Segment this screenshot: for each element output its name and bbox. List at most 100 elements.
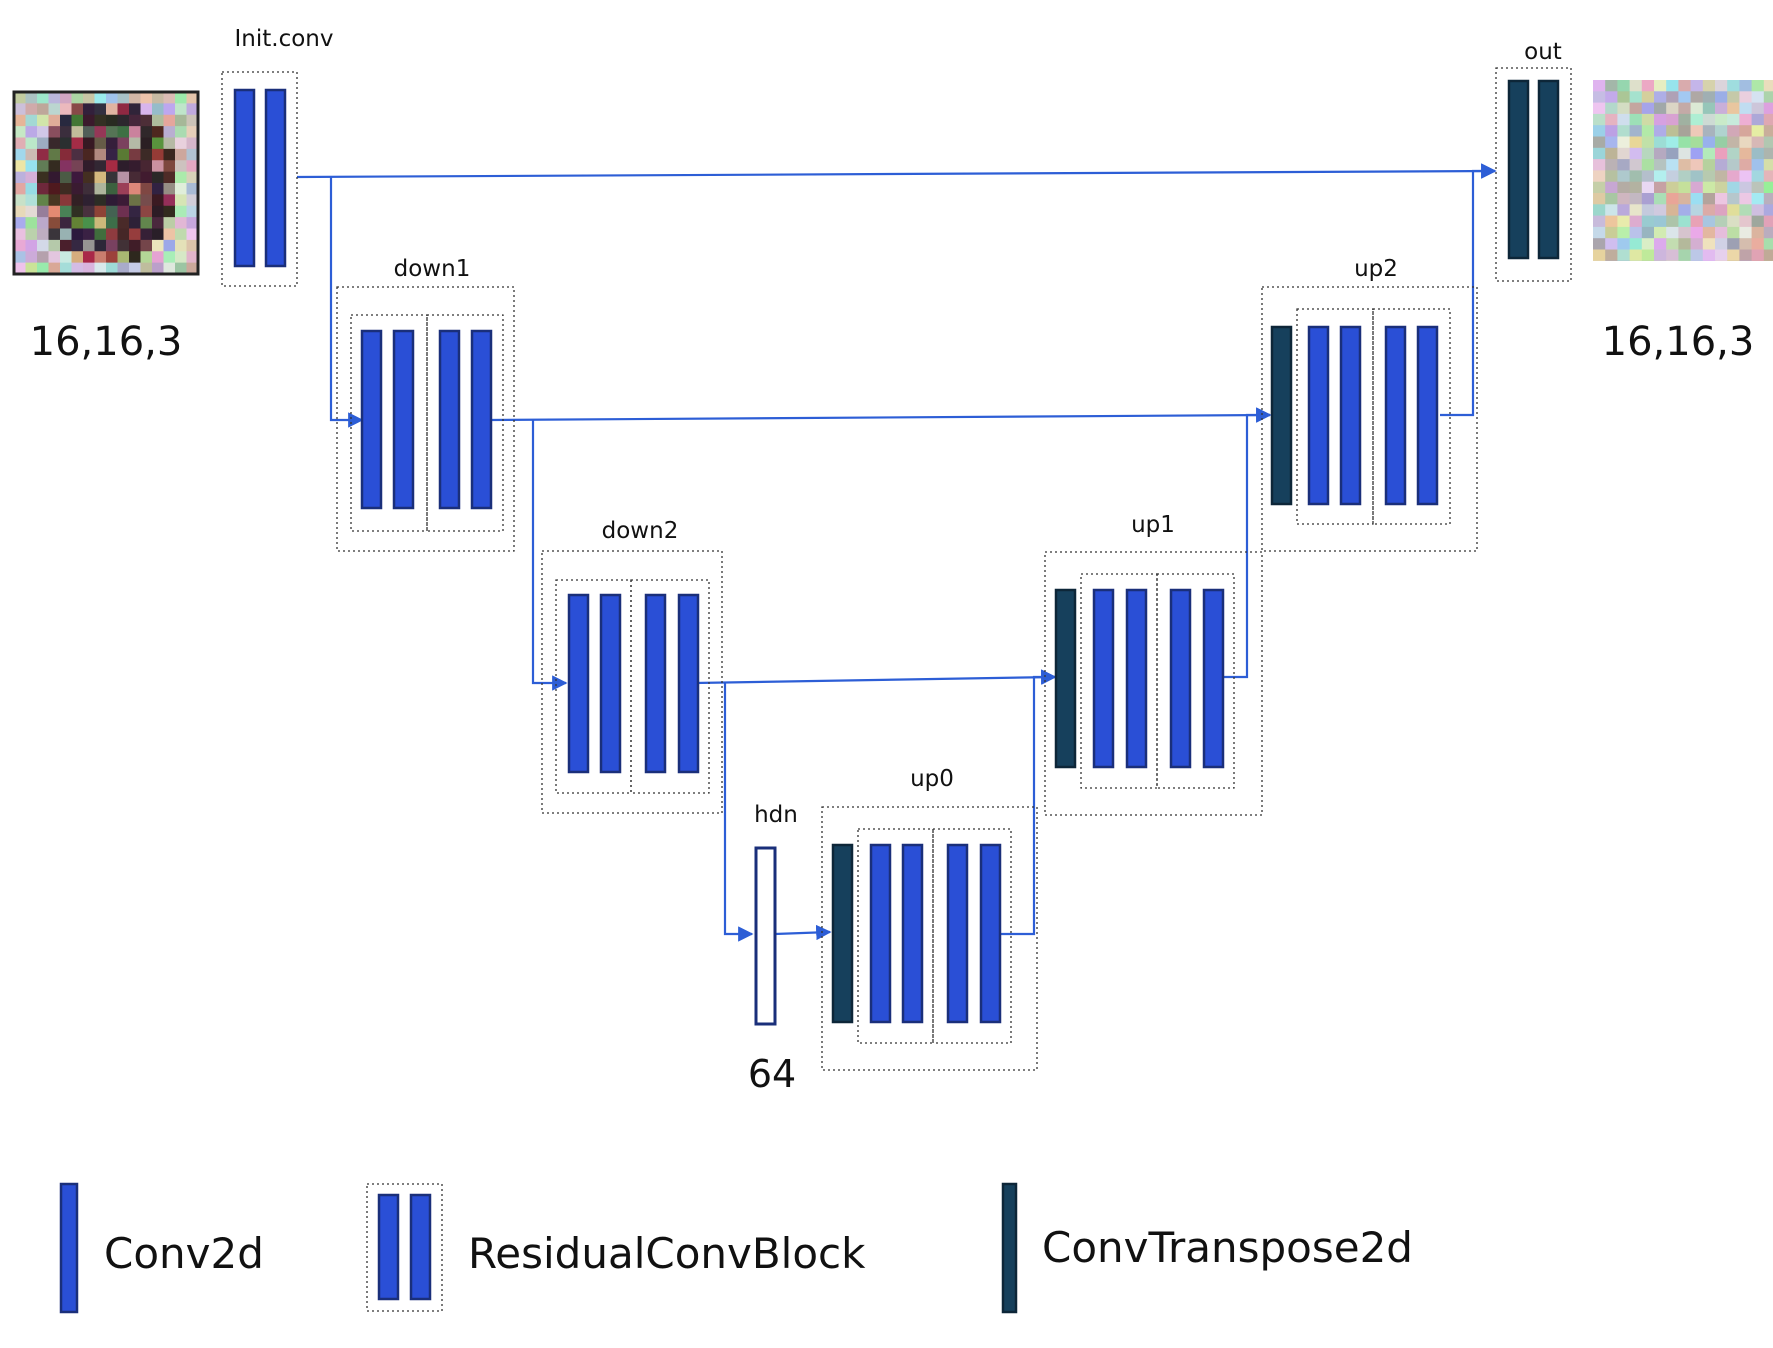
- conv2d-layer: [677, 593, 700, 774]
- output-pixel: [1617, 181, 1631, 194]
- output-pixel: [1690, 91, 1704, 104]
- input-pixel: [60, 114, 73, 127]
- output-pixel: [1690, 170, 1704, 183]
- output-pixel: [1654, 80, 1667, 92]
- output-pixel: [1666, 159, 1679, 171]
- output-pixel: [1715, 193, 1728, 205]
- residual-block: [630, 579, 710, 794]
- input-pixel: [175, 205, 188, 218]
- input-pixel: [25, 251, 38, 264]
- output-pixel: [1690, 125, 1704, 138]
- input-pixel: [37, 126, 50, 139]
- input-pixel: [117, 126, 130, 139]
- residual-block: [932, 828, 1012, 1044]
- input-pixel: [14, 148, 27, 161]
- input-pixel: [14, 171, 27, 184]
- input-pixel: [140, 228, 153, 241]
- output-pixel: [1605, 193, 1618, 205]
- up1-frame: [1044, 551, 1263, 816]
- output-pixel: [1715, 125, 1728, 138]
- output-pixel: [1739, 204, 1753, 217]
- legend-convtranspose-label: ConvTranspose2d: [1042, 1223, 1413, 1272]
- output-pixel: [1593, 136, 1606, 149]
- input-pixel: [152, 205, 165, 218]
- output-pixel: [1629, 80, 1643, 92]
- output-pixel: [1763, 80, 1773, 92]
- output-pixel: [1678, 215, 1692, 228]
- input-pixel: [140, 205, 153, 218]
- input-pixel: [60, 160, 73, 173]
- input-pixel: [152, 239, 165, 252]
- input-pixel: [60, 103, 73, 116]
- output-pixel: [1593, 80, 1606, 92]
- output-pixel: [1641, 238, 1655, 251]
- input-pixel: [37, 251, 50, 264]
- input-pixel: [117, 251, 130, 264]
- input-pixel: [25, 137, 38, 150]
- input-pixel: [140, 148, 153, 161]
- output-pixel: [1654, 147, 1667, 160]
- hdn-block: hdn 64: [748, 802, 798, 1096]
- up1-label: up1: [1131, 512, 1175, 538]
- input-pixel: [129, 92, 142, 104]
- input-pixel: [117, 183, 130, 195]
- input-pixel: [60, 205, 73, 218]
- output-pixel: [1654, 102, 1667, 115]
- input-pixel: [37, 137, 50, 150]
- input-pixel: [14, 114, 27, 127]
- output-pixel: [1715, 147, 1728, 160]
- output-pixel: [1629, 102, 1643, 115]
- output-pixel: [1715, 80, 1728, 92]
- conv2d-layer: [360, 329, 383, 510]
- output-pixel: [1666, 113, 1679, 126]
- input-pixel: [25, 194, 38, 207]
- input-pixel: [83, 217, 96, 230]
- output-pixel: [1617, 136, 1631, 149]
- output-pixel: [1593, 113, 1606, 126]
- output-pixel: [1751, 80, 1765, 92]
- input-pixel: [94, 171, 107, 184]
- input-pixel: [140, 137, 153, 150]
- output-pixel: [1666, 215, 1679, 228]
- output-pixel: [1593, 102, 1606, 115]
- up0-frame: [821, 806, 1038, 1071]
- legend-conv2d-label: Conv2d: [104, 1229, 264, 1278]
- output-pixel: [1727, 136, 1740, 149]
- output-pixel: [1678, 102, 1692, 115]
- output-pixel: [1593, 215, 1606, 228]
- input-pixel: [71, 126, 84, 139]
- input-pixel: [140, 251, 153, 264]
- conv2d-layer: [901, 843, 924, 1024]
- output-pixel: [1605, 113, 1618, 126]
- output-pixel: [1678, 170, 1692, 183]
- output-pixel: [1715, 181, 1728, 194]
- input-pixel: [48, 171, 61, 184]
- init-conv-block: Init.conv: [221, 26, 334, 287]
- input-pixel: [83, 137, 96, 150]
- input-pixel: [140, 239, 153, 252]
- input-pixel: [14, 262, 27, 275]
- input-pixel: [48, 239, 61, 252]
- output-pixel: [1666, 91, 1679, 104]
- input-pixel: [186, 205, 199, 218]
- output-pixel: [1751, 181, 1765, 194]
- output-pixel: [1629, 113, 1643, 126]
- residual-block: [426, 314, 504, 532]
- output-pixel: [1763, 170, 1773, 183]
- input-pixel: [175, 160, 188, 173]
- output-image-pixels: [1593, 80, 1773, 261]
- input-pixel: [106, 194, 119, 207]
- input-pixel: [83, 171, 96, 184]
- input-pixel: [106, 114, 119, 127]
- conv2d-layer: [1202, 588, 1225, 769]
- input-pixel: [175, 148, 188, 161]
- input-pixel: [94, 228, 107, 241]
- input-pixel: [60, 126, 73, 139]
- input-pixel: [83, 262, 96, 275]
- output-pixel: [1727, 113, 1740, 126]
- legend-residual-conv: [377, 1193, 400, 1301]
- input-pixel: [106, 126, 119, 139]
- output-pixel: [1605, 147, 1618, 160]
- input-pixel: [140, 126, 153, 139]
- legend-residual-icon: [366, 1183, 443, 1312]
